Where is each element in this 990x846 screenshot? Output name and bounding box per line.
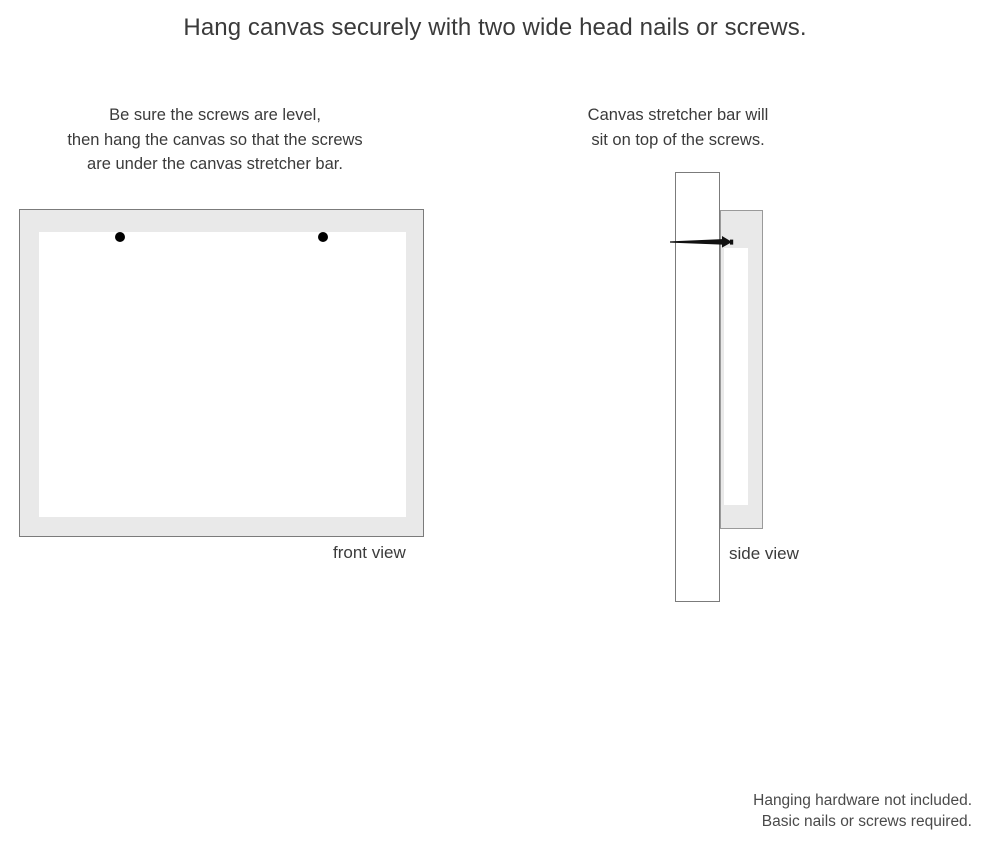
nail-icon [670,236,734,248]
front-view-caption: Be sure the screws are level, then hang … [15,103,415,177]
footer-note-line-2: Basic nails or screws required. [761,813,972,830]
front-view-caption-line-3: are under the canvas stretcher bar. [87,155,343,173]
canvas-face [39,232,406,517]
front-view-caption-line-1: Be sure the screws are level, [109,106,321,124]
footer-note-line-1: Hanging hardware not included. [753,792,972,809]
side-view-caption-line-1: Canvas stretcher bar will [587,106,769,124]
side-view-caption-line-2: sit on top of the screws. [591,130,765,149]
front-view-label: front view [333,543,406,562]
page-title: Hang canvas securely with two wide head … [183,14,807,41]
footer-note: Hanging hardware not included. Basic nai… [572,790,972,832]
front-view-diagram [19,209,424,537]
screw-head-left-icon [115,232,125,242]
side-view-caption: Canvas stretcher bar will sit on top of … [528,103,828,152]
screw-head-right-icon [318,232,328,242]
side-view-diagram [660,165,860,615]
stretcher-bar-inner-void [724,248,748,505]
front-view-caption-line-2: then hang the canvas so that the screws [67,130,363,149]
side-view-label: side view [729,544,799,563]
